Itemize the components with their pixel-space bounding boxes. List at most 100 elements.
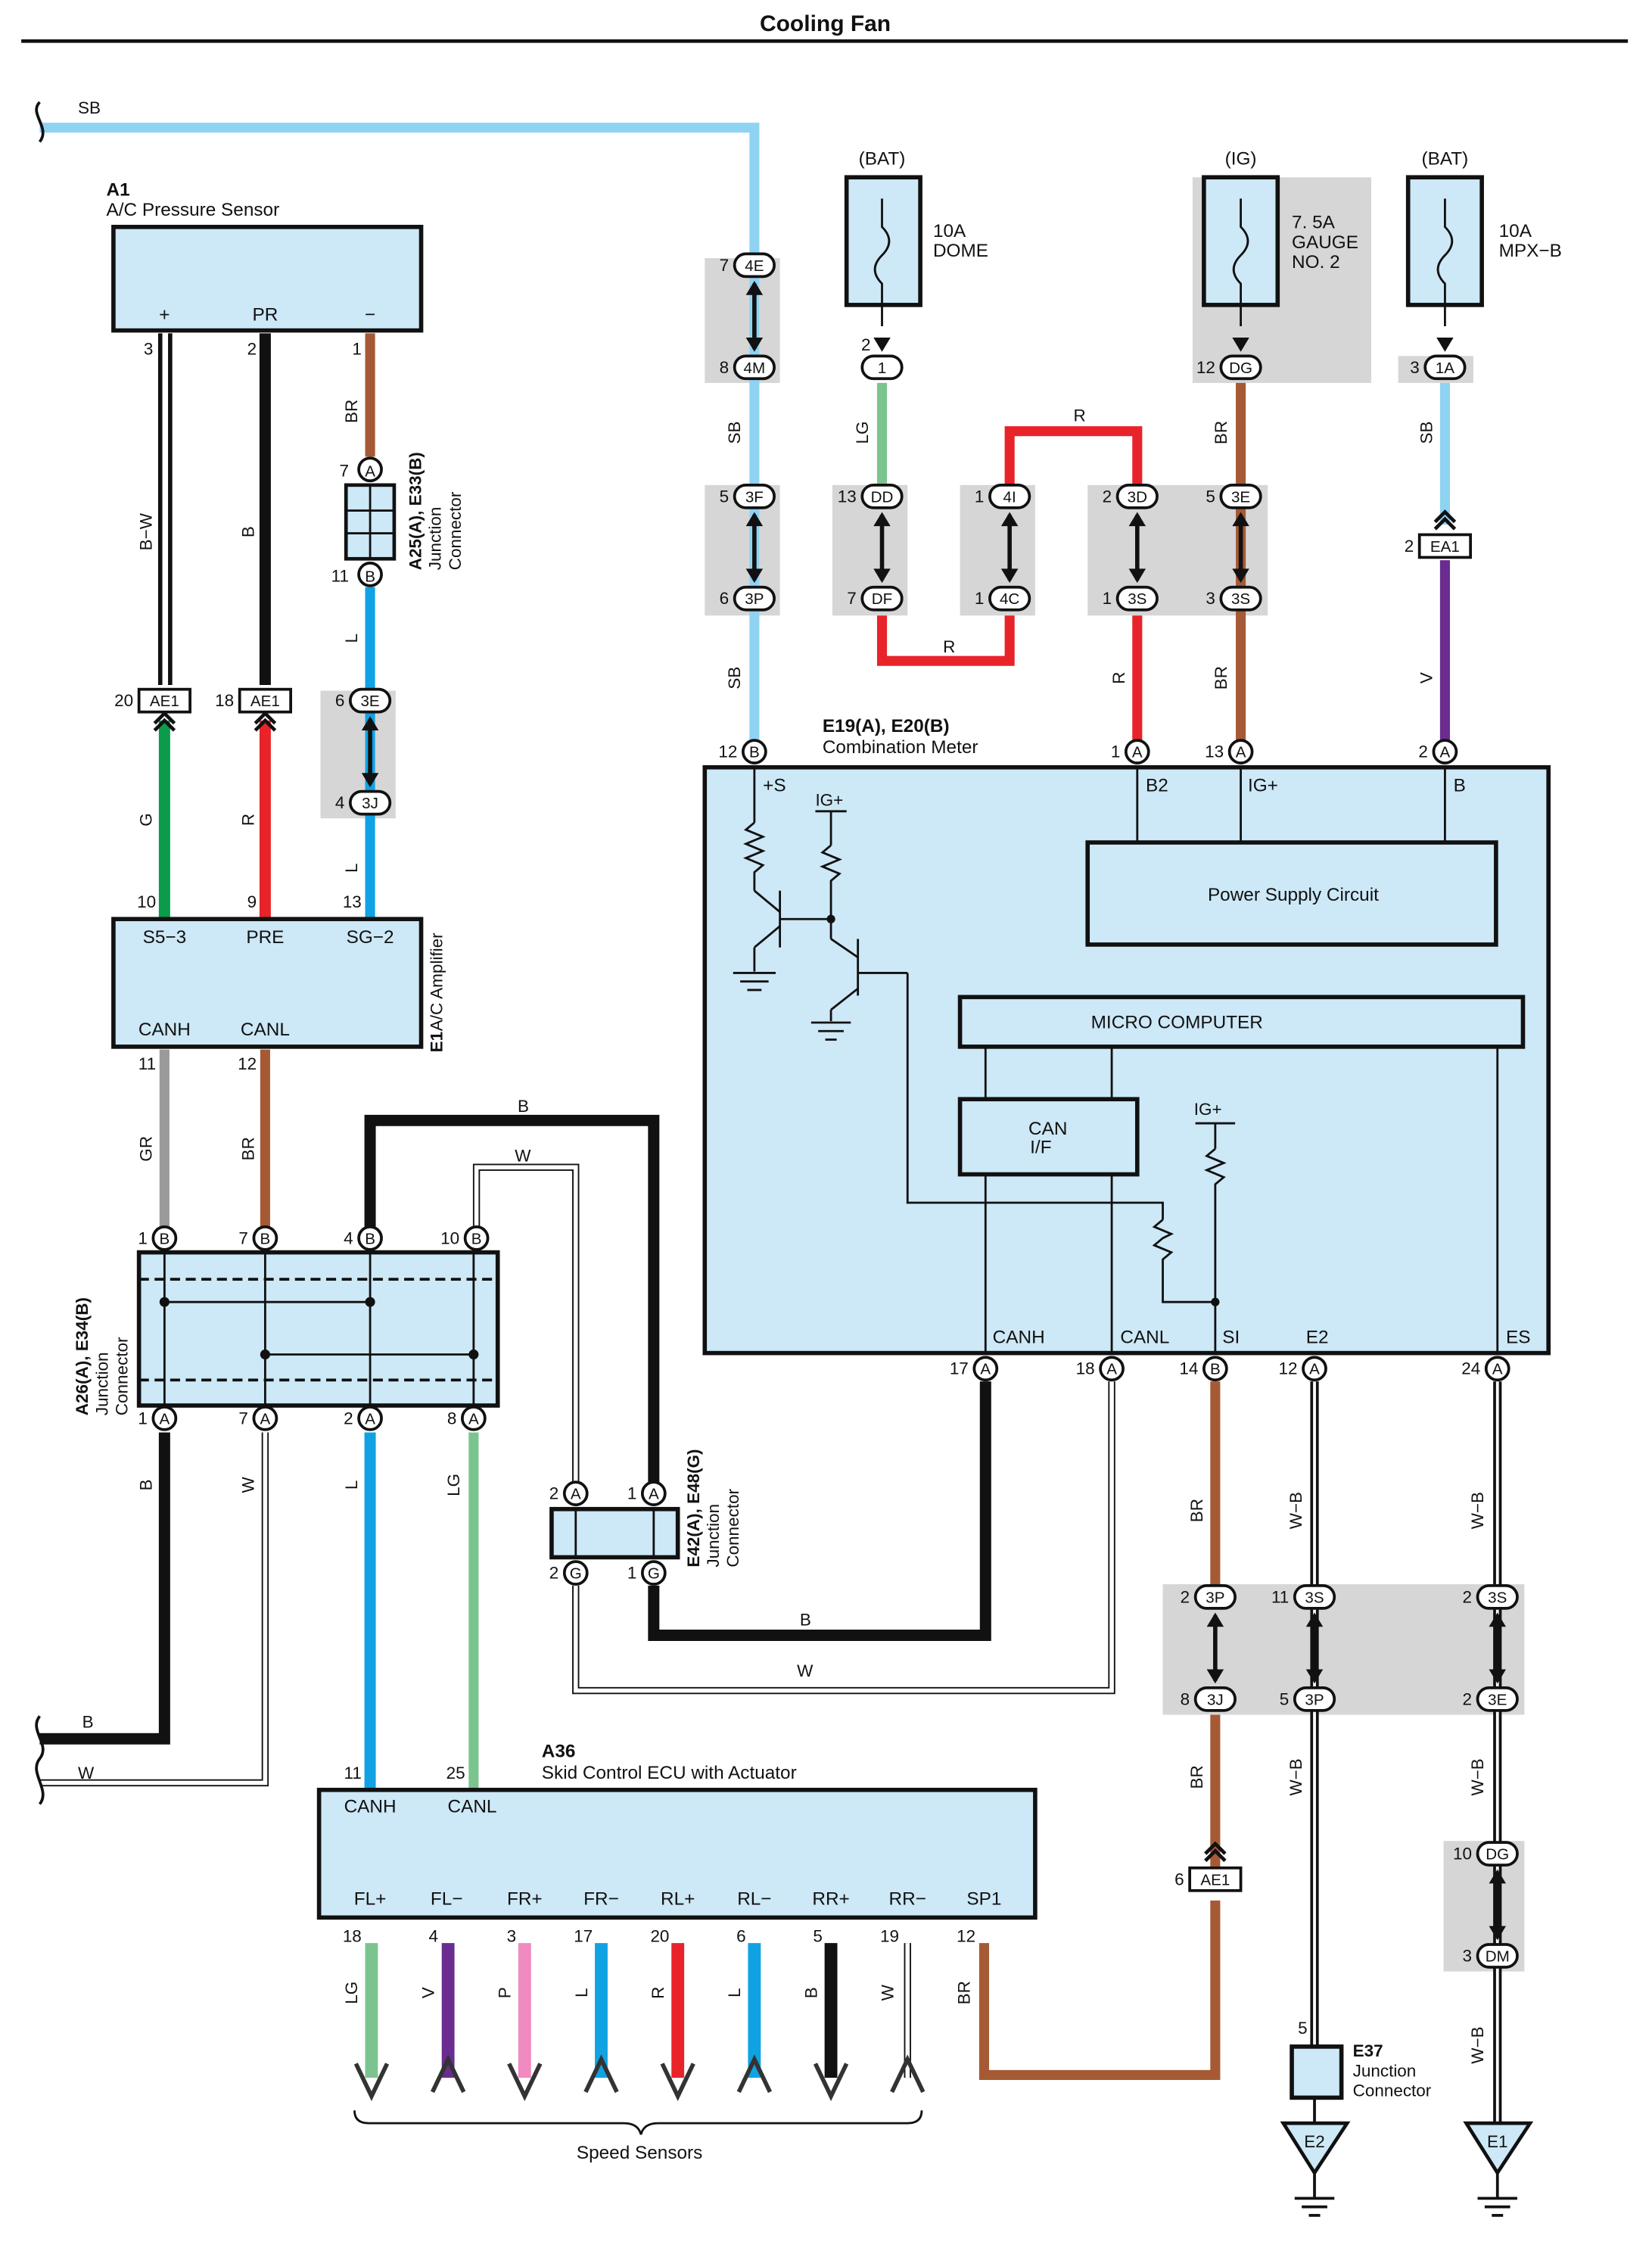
- fuse-name2: NO. 2: [1292, 252, 1340, 272]
- svg-text:3: 3: [144, 339, 154, 358]
- fuse-name: MPX−B: [1499, 241, 1562, 261]
- svg-text:12: 12: [957, 1926, 975, 1945]
- svg-text:3S: 3S: [1305, 1589, 1324, 1606]
- svg-text:G: G: [648, 1565, 660, 1583]
- svg-text:FL−: FL−: [431, 1889, 463, 1910]
- svg-text:A: A: [980, 1361, 991, 1378]
- junction-e42: E42(A), E48(G) Junction Connector: [549, 1449, 742, 1568]
- connector-mate-arrow: [873, 512, 891, 584]
- svg-text:24: 24: [1461, 1359, 1480, 1378]
- svg-text:E1: E1: [1487, 2132, 1507, 2151]
- svg-text:A: A: [1309, 1361, 1320, 1378]
- a1-id: A1: [107, 180, 130, 201]
- wire-label-wb: W−B: [1468, 1758, 1487, 1795]
- svg-text:A: A: [365, 1410, 375, 1428]
- wire-label-sb: SB: [725, 667, 744, 690]
- svg-text:8: 8: [720, 358, 730, 377]
- terminals: 4E74M83F53P612DD13DF74I14C13D23S13E53S3D…: [114, 252, 1519, 1969]
- wire-label-r: R: [649, 1987, 667, 1999]
- svg-text:3F: 3F: [745, 488, 764, 506]
- svg-text:2: 2: [1463, 1689, 1473, 1708]
- svg-text:DG: DG: [1486, 1846, 1509, 1863]
- svg-text:9: 9: [247, 892, 257, 911]
- svg-text:14: 14: [1179, 1359, 1198, 1378]
- svg-text:1: 1: [138, 1228, 148, 1247]
- svg-text:17: 17: [950, 1359, 969, 1378]
- svg-text:RR−: RR−: [889, 1889, 926, 1910]
- a36-name: Skid Control ECU with Actuator: [542, 1763, 797, 1783]
- svg-text:12: 12: [1196, 358, 1215, 377]
- svg-text:I/F: I/F: [1030, 1137, 1051, 1157]
- wire-label-v: V: [1417, 672, 1436, 683]
- wire-label-lg: LG: [342, 1982, 361, 2004]
- fuse-amps: 7. 5A: [1292, 213, 1336, 233]
- wire-label-br: BR: [1212, 421, 1230, 444]
- svg-text:1: 1: [975, 487, 985, 506]
- svg-text:CANL: CANL: [448, 1797, 497, 1817]
- a1-pin-minus: −: [365, 304, 375, 325]
- micro-computer: MICRO COMPUTER: [1091, 1013, 1263, 1033]
- page-title: Cooling Fan: [760, 11, 891, 36]
- svg-text:2: 2: [1103, 487, 1112, 506]
- terminal-a: A1: [1111, 739, 1150, 764]
- fuse-amps: 10A: [1499, 221, 1532, 241]
- svg-text:3J: 3J: [362, 795, 378, 812]
- wire-label-w: W: [238, 1476, 257, 1493]
- terminal-3p: 3P5: [1280, 1686, 1336, 1712]
- connector-mate-arrow: [1000, 512, 1019, 584]
- e1-id: E1: [428, 1032, 446, 1052]
- svg-text:B: B: [1210, 1361, 1221, 1378]
- connector-mate-arrow: [745, 512, 764, 584]
- svg-text:B: B: [260, 1230, 271, 1247]
- svg-text:13: 13: [343, 892, 362, 911]
- svg-text:7: 7: [720, 256, 730, 275]
- svg-text:10: 10: [440, 1228, 459, 1247]
- svg-text:A: A: [365, 463, 375, 481]
- wire-label-sb: SB: [725, 422, 744, 444]
- svg-text:CANH: CANH: [993, 1328, 1045, 1348]
- terminal-3p: 3P6: [720, 585, 776, 612]
- terminal-3j: 3J8: [1181, 1686, 1237, 1712]
- terminal-3s: 3S1: [1103, 585, 1159, 612]
- svg-text:4M: 4M: [744, 360, 766, 377]
- svg-text:8: 8: [447, 1409, 457, 1428]
- wire-b-a26: [39, 1432, 170, 1745]
- svg-text:18: 18: [1076, 1359, 1095, 1378]
- svg-text:7: 7: [238, 1228, 247, 1247]
- terminal-1: 12: [860, 335, 904, 381]
- svg-text:5: 5: [1206, 487, 1215, 506]
- svg-text:3: 3: [1410, 358, 1420, 377]
- component-a36: A36 Skid Control ECU with Actuator CANH …: [316, 1742, 1038, 1945]
- terminal-3s: 3S3: [1206, 585, 1262, 612]
- terminal-a: A 17: [950, 1356, 999, 1382]
- terminal-4e: 4E7: [720, 252, 776, 279]
- speed-sensors-brace: [353, 2110, 923, 2135]
- svg-text:2: 2: [549, 1564, 558, 1583]
- terminal-a: A2: [1418, 739, 1458, 764]
- wire-label-lg: LG: [853, 422, 872, 444]
- svg-text:B: B: [365, 568, 375, 585]
- terminal-df: DF7: [847, 585, 904, 612]
- component-e1: S5−3 PRE SG−2 CANH CANL 10 9 13 11 12 E1…: [111, 892, 446, 1073]
- ground-e2: E2: [1280, 2121, 1351, 2217]
- wire-label-wb: W−B: [1468, 2026, 1487, 2063]
- svg-text:A: A: [1236, 744, 1246, 761]
- terminal-g: G2: [549, 1560, 589, 1586]
- svg-text:8: 8: [1181, 1689, 1190, 1708]
- connector-mate-arrow: [361, 716, 379, 787]
- chevron-icon: [1433, 509, 1457, 531]
- svg-text:2: 2: [1181, 1587, 1190, 1606]
- wire-label-sb: SB: [1417, 422, 1436, 444]
- terminal-a: A12: [1279, 1356, 1327, 1382]
- wire-b-loop: [364, 1114, 660, 1483]
- wire-label-l: L: [342, 864, 361, 873]
- svg-text:1: 1: [352, 339, 361, 358]
- svg-text:1: 1: [975, 589, 985, 608]
- svg-text:1: 1: [1111, 743, 1121, 761]
- svg-text:12: 12: [718, 743, 737, 761]
- svg-text:2: 2: [1463, 1587, 1473, 1606]
